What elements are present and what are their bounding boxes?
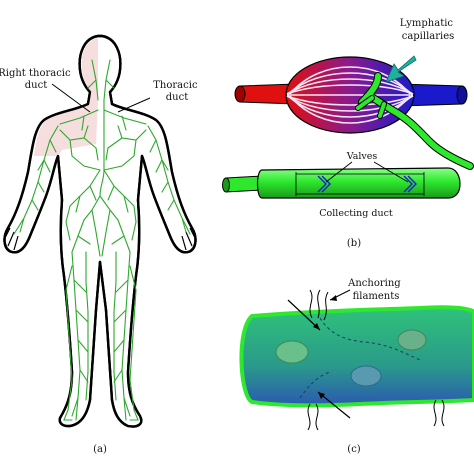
anchoring-filament-top [309,289,329,321]
fluid-inflow-arrow-bottom-head [318,392,325,399]
clavicle-vessels [59,109,147,131]
panel-a-body: Right thoracic duct Thoracic duct (a) [0,34,200,455]
lymphatic-capillaries-label: Lymphatic capillaries [400,18,456,42]
collecting-duct [256,167,461,199]
collecting-duct-opening [222,177,230,193]
anchoring-filaments-line2: filaments [353,291,400,302]
right-leg-vessels [65,251,89,417]
lymphatic-capillaries-arrow [385,55,417,83]
left-hand-fingers [3,227,19,251]
capillary-stripe [286,84,414,95]
right-thoracic-duct-pointer [51,83,91,113]
valves-pointer-left [325,161,353,183]
right-thoracic-duct-line2: duct [25,80,47,91]
pelvis-vessels [65,209,137,257]
fluid-inflow-arrow-top-head [313,323,320,330]
valves-pointer-right [373,161,409,183]
cell-junction-bottom [299,371,331,399]
right-thoracic-duct-line1: Right thoracic [0,68,71,79]
feet-vessels [63,397,139,421]
panel-b-capillaries: Lymphatic capillaries Valves Collecting … [222,18,474,249]
venule-opening [456,85,468,105]
lymphatic-capillary-branch-fill [356,96,386,118]
arteriole-opening [234,85,246,103]
thoracic-duct-line2: duct [166,92,188,103]
left-leg-vessels [113,251,137,417]
panel-a-label: (a) [93,444,107,455]
fluid-inflow-arrow-bottom [317,391,351,419]
anchoring-filaments-line1: Anchoring [347,278,401,289]
valve-left [317,175,331,193]
lymphatic-vessels [13,59,191,421]
thoracic-duct-line1: Thoracic [153,80,198,91]
anchoring-filament-bottom-left [307,403,319,431]
lymphatic-capillary-fill [359,73,473,169]
anchoring-filaments-pointer-head [330,295,337,301]
neck-vessels [87,59,115,101]
cell-nucleus [275,340,309,364]
panel-c-label: (c) [347,444,361,455]
body-outline [3,34,197,428]
capillary-stripe [287,95,413,118]
lymphatic-capillaries-line1: Lymphatic [400,18,454,29]
valves-label: Valves [346,151,378,162]
cell-nucleus [350,365,382,387]
panel-c-anchoring: Anchoring filaments (c) [239,278,474,455]
chest-vessels [59,125,147,171]
anchoring-filament-bottom-right [433,399,445,427]
cell-nucleus [397,329,427,351]
panel-b-label: (b) [347,238,361,249]
capillary-stripe [286,95,414,112]
left-arm-vessels [147,125,191,235]
capillary-stripe [286,78,414,95]
capillary-stripe [289,66,411,95]
lymphatic-vessel-section [239,305,474,408]
fluid-inflow-arrow-top [287,299,321,331]
capillary-stripe [286,95,414,106]
right-thoracic-duct-label: Right thoracic duct [0,68,74,91]
thoracic-duct-label: Thoracic duct [153,80,200,103]
lymphatic-capillaries-line2: capillaries [402,31,455,42]
right-arm-vessels [13,125,59,235]
capillary-stripe [287,72,413,95]
capillary-stripe [289,95,411,124]
right-hand-fingers [181,227,197,251]
collecting-duct-inlet [225,175,263,193]
anchoring-filaments-label: Anchoring filaments [347,278,404,302]
collecting-duct-label: Collecting duct [319,208,393,219]
valve-right [403,175,417,193]
capillary-stripes [286,66,414,124]
thoracic-duct-pointer [117,97,151,113]
